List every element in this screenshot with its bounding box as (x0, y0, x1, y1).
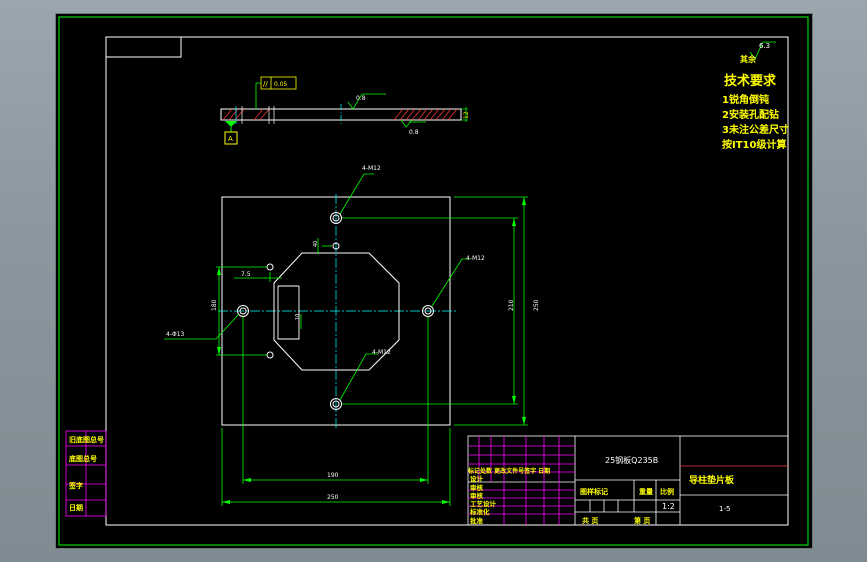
title-label-standard: 标准化 (469, 507, 490, 516)
cad-viewport[interactable]: 旧底图总号 底图总号 签字 日期 (56, 14, 812, 548)
dim-right-210: 210 (508, 299, 515, 311)
title-mark-label: 图样标记 (580, 487, 608, 496)
dimension-lines (164, 173, 528, 506)
title-sheet-number: 第 页 (634, 516, 650, 525)
roughness-others-label: 其余 (740, 54, 757, 64)
center-lines (218, 194, 456, 428)
drawing-border (105, 36, 789, 526)
title-block (467, 435, 789, 526)
dim-left-180: 180 (211, 299, 218, 311)
roughness-top-value: 0.8 (356, 95, 366, 102)
tech-req-item-1: 1锐角倒钝 (722, 93, 769, 106)
tech-req-item-3: 3未注公差尺寸 (722, 123, 789, 136)
title-weight-label: 重量 (639, 487, 653, 496)
tech-req-item-2: 2安装孔配钻 (722, 108, 779, 121)
octagon-cutout (273, 252, 400, 371)
dim-hole-left: 4-Φ13 (166, 331, 185, 338)
mounting-holes (237, 212, 434, 410)
dimension-arrows (217, 197, 526, 504)
title-label-design: 设计 (470, 474, 484, 483)
geom-tolerance-value: 0.05 (274, 81, 288, 88)
side-stamp-date: 日期 (69, 503, 83, 512)
title-material: 25钢板Q235B (605, 455, 658, 465)
dim-hole-right: 4-M12 (466, 255, 485, 262)
title-label-review: 审核 (470, 491, 484, 500)
title-label-check: 审核 (470, 483, 484, 492)
outer-border (58, 16, 809, 546)
slot-cutout (277, 285, 300, 340)
dim-hole-bottom: 4-M12 (372, 349, 391, 356)
side-stamp-old-base: 旧底图总号 (69, 435, 104, 444)
title-sign-row: 标记处数 更改文件号签字 日期 (467, 467, 550, 475)
title-sheets-total: 共 页 (582, 516, 598, 525)
side-stamp-table (65, 430, 107, 517)
roughness-bottom-value: 0.8 (409, 129, 419, 136)
drawing-canvas: 旧底图总号 底图总号 签字 日期 (58, 16, 809, 546)
roughness-bottom-symbol (400, 119, 426, 128)
title-scale-value: 1:2 (662, 502, 675, 511)
geom-tolerance-frame (255, 76, 297, 109)
tech-req-item-4: 按IT10级计算 (722, 138, 786, 151)
dim-small-40: 40 (313, 241, 319, 247)
dim-slot-10: 10 (295, 314, 301, 320)
dim-right-250: 250 (533, 299, 540, 311)
tech-req-heading: 技术要求 (724, 73, 777, 89)
side-stamp-base: 底图总号 (69, 454, 97, 463)
roughness-others-symbol (749, 41, 776, 60)
reversed-code-box (105, 36, 182, 58)
datum-a-symbol (224, 121, 238, 145)
side-view (220, 104, 468, 126)
side-stamp-sign: 签字 (68, 481, 83, 490)
dim-bottom-250: 250 (327, 494, 339, 501)
geom-tolerance-symbol: // (263, 80, 268, 88)
title-label-approve: 批准 (470, 516, 484, 525)
roughness-others-value: 6.3 (759, 42, 770, 50)
title-part-name: 导柱垫片板 (689, 474, 735, 486)
title-scale-label: 比例 (660, 487, 674, 496)
title-label-process: 工艺设计 (470, 499, 497, 508)
dim-bottom-190: 190 (327, 472, 339, 479)
title-drawing-no: 1-5 (719, 505, 730, 513)
datum-a-label: A (228, 135, 233, 143)
roughness-top-symbol (347, 93, 386, 110)
dim-hole-top: 4-M12 (362, 165, 381, 172)
dim-offset-7-5: 7.5 (241, 271, 251, 278)
dim-thickness: 12 (463, 111, 470, 119)
